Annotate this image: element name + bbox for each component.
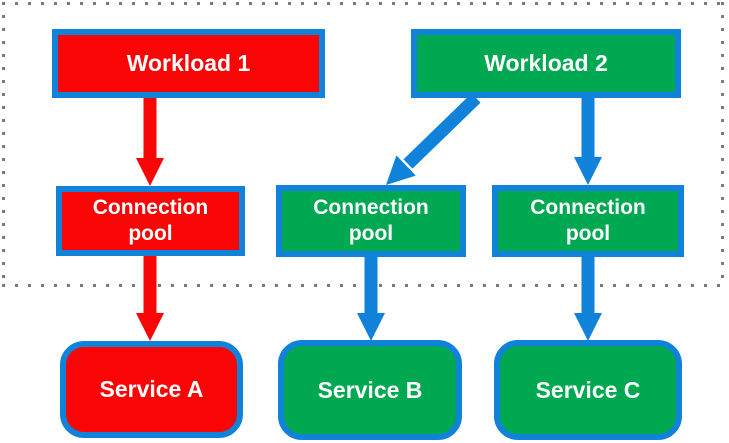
node-service-c: Service C	[494, 340, 682, 440]
node-workload-2: Workload 2	[411, 29, 681, 98]
node-workload-1: Workload 1	[52, 29, 325, 98]
edge-workload2-to-poolB	[386, 93, 481, 185]
edge-poolA-to-serviceA	[136, 255, 164, 341]
connection-pool-b-label: Connection pool	[313, 195, 429, 245]
connection-pool-a-label: Connection pool	[92, 195, 209, 245]
edge-workload1-to-poolA	[136, 98, 164, 186]
service-c-label: Service C	[535, 376, 641, 403]
arrowhead-icon	[136, 313, 164, 341]
arrowhead-icon	[574, 313, 602, 341]
edge-poolB-to-serviceB	[357, 256, 385, 341]
connection-pool-c-label: Connection pool	[530, 195, 646, 245]
edge-poolC-to-serviceC	[574, 256, 602, 341]
service-b-label: Service B	[317, 376, 423, 403]
arrowhead-icon	[357, 313, 385, 341]
arrowhead-icon	[386, 155, 416, 185]
node-connection-pool-b: Connection pool	[276, 185, 466, 257]
node-service-b: Service B	[278, 340, 462, 440]
workload-1-label: Workload 1	[126, 50, 251, 77]
edge-workload2-to-poolC	[574, 98, 602, 185]
arrowhead-icon	[136, 158, 164, 186]
node-service-a: Service A	[60, 341, 243, 438]
arrowhead-icon	[574, 157, 602, 185]
node-connection-pool-c: Connection pool	[492, 185, 684, 257]
workload-2-label: Workload 2	[484, 50, 608, 77]
node-connection-pool-a: Connection pool	[56, 186, 245, 256]
service-a-label: Service A	[99, 376, 204, 403]
